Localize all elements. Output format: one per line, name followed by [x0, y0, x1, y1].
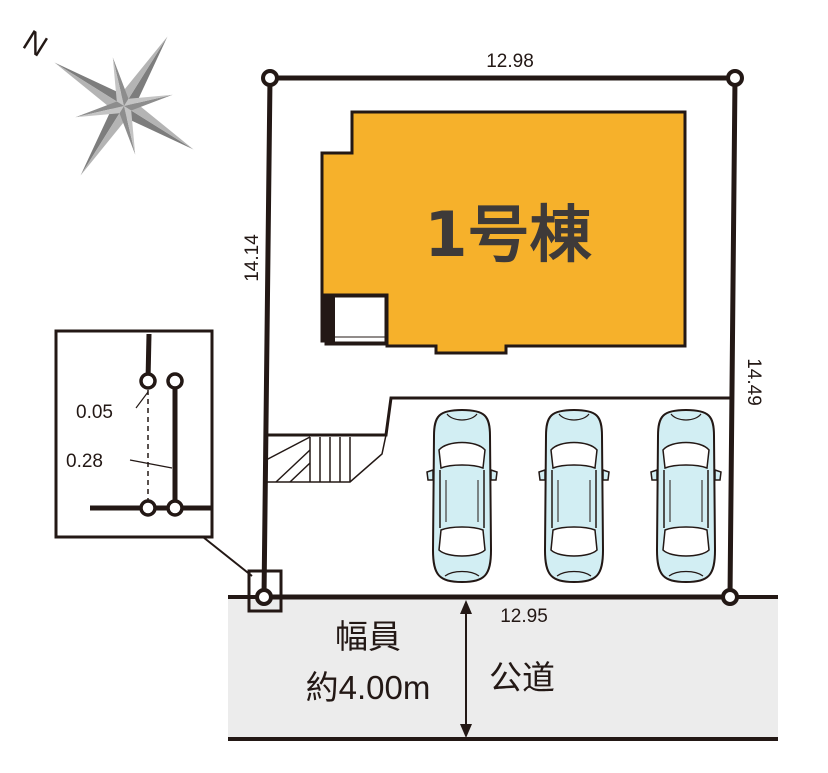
compass-north-label: N [17, 24, 53, 63]
boundary-marker-se [721, 588, 739, 606]
inset-leader-line [202, 536, 253, 577]
inset-offset-b: 0.28 [66, 451, 103, 472]
entrance-door [326, 296, 335, 344]
lot-right-length: 14.49 [743, 358, 764, 406]
detail-callout-box [247, 569, 283, 613]
inset-frame [54, 329, 214, 539]
boundary-marker-ne [726, 69, 744, 87]
boundary-marker-nw [261, 69, 279, 87]
public-road: 幅員 約4.00m 公道 [228, 595, 778, 741]
car-icon [538, 409, 610, 583]
car-icon [650, 409, 722, 583]
building-1: 1号棟 [320, 110, 687, 355]
road-type-label: 公道 [489, 659, 555, 696]
road-width-label: 幅員 [335, 618, 401, 655]
boundary-detail-inset: 0.05 0.28 [54, 329, 253, 577]
lot-top-length: 12.98 [486, 51, 534, 72]
boundary-marker-sw [255, 588, 273, 606]
compass-rose-icon [54, 36, 194, 176]
lot-bottom-length: 12.95 [500, 606, 548, 627]
building-label: 1号棟 [424, 198, 592, 271]
parking-spaces [426, 409, 722, 583]
road-width-value: 約4.00m [306, 669, 431, 706]
car-icon [426, 409, 498, 583]
entrance-steps [265, 434, 387, 483]
lot-boundary [247, 69, 744, 613]
inset-offset-a: 0.05 [76, 402, 113, 423]
lot-left-length: 14.14 [242, 234, 263, 282]
road-surface [228, 597, 778, 739]
road-width-arrow [460, 600, 472, 738]
